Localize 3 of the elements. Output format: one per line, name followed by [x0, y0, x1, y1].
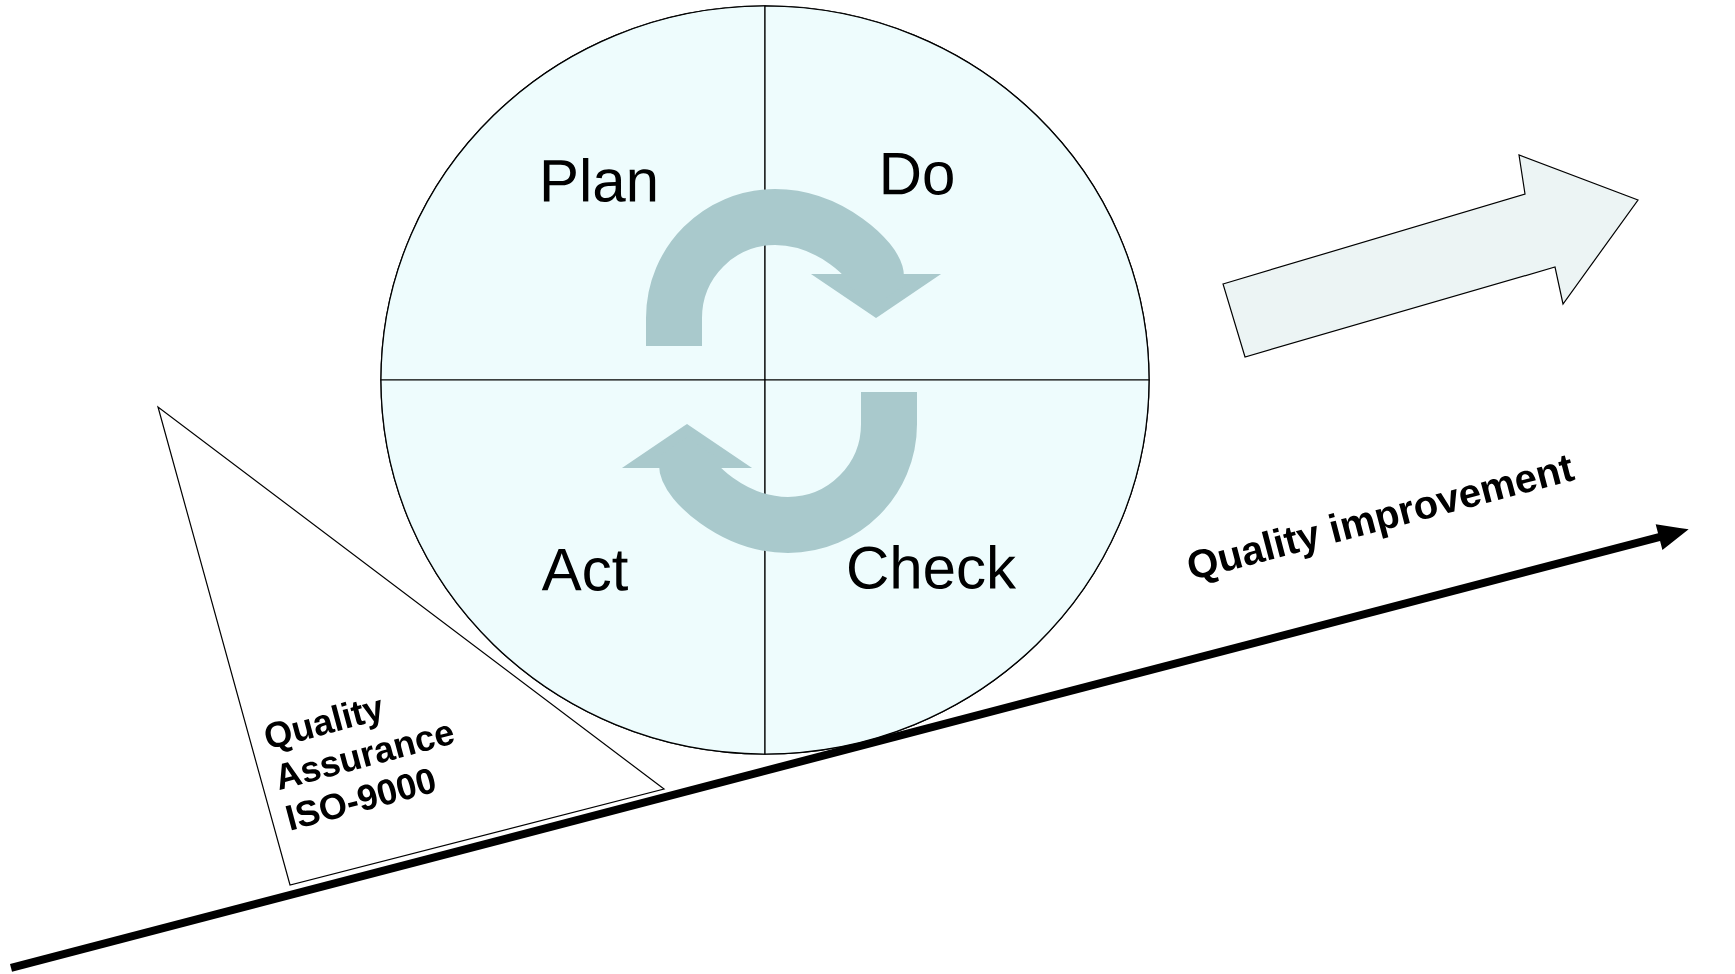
quadrant: Do: [764, 5, 1150, 381]
quadrant: Plan: [380, 5, 766, 381]
quadrant: Check: [764, 379, 1150, 755]
